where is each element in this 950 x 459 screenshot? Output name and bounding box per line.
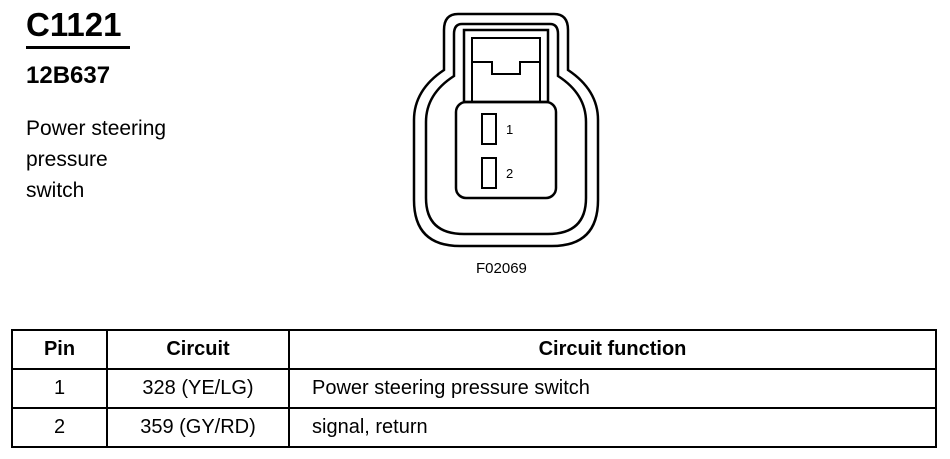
pinout-table: Pin Circuit Circuit function 1 328 (YE/L… — [11, 329, 937, 448]
pin-label: 2 — [506, 166, 513, 181]
latch-outer — [462, 28, 550, 104]
connector-description: Power steering pressure switch — [26, 113, 226, 206]
housing-outer — [412, 12, 600, 248]
header-circuit-function: Circuit function — [288, 329, 937, 370]
pin-2 — [481, 157, 497, 189]
table-row: 2 359 (GY/RD) signal, return — [11, 407, 937, 448]
cavity-body — [454, 100, 558, 200]
latch-tab — [472, 61, 540, 75]
cell-circuit: 328 (YE/LG) — [106, 368, 290, 409]
part-number: 12B637 — [26, 62, 111, 89]
cell-circuit-function: Power steering pressure switch — [288, 368, 937, 409]
code-underline — [26, 46, 130, 49]
connector-face-diagram: 1 2 — [412, 12, 600, 248]
description-line: switch — [26, 179, 85, 202]
table-row: 1 328 (YE/LG) Power steering pressure sw… — [11, 368, 937, 409]
header-circuit: Circuit — [106, 329, 290, 370]
description-line: Power steering — [26, 117, 167, 140]
cell-circuit: 359 (GY/RD) — [106, 407, 290, 448]
pin-label: 1 — [506, 122, 513, 137]
header-pin: Pin — [11, 329, 108, 370]
cell-pin: 1 — [11, 368, 108, 409]
figure-id: F02069 — [476, 260, 527, 277]
table-header-row: Pin Circuit Circuit function — [11, 329, 937, 370]
latch-inner — [471, 37, 541, 103]
description-line: pressure — [26, 148, 108, 171]
cell-circuit-function: signal, return — [288, 407, 937, 448]
cell-pin: 2 — [11, 407, 108, 448]
connector-code: C1121 — [26, 6, 122, 43]
pin-1 — [481, 113, 497, 145]
housing-inner — [424, 22, 588, 236]
